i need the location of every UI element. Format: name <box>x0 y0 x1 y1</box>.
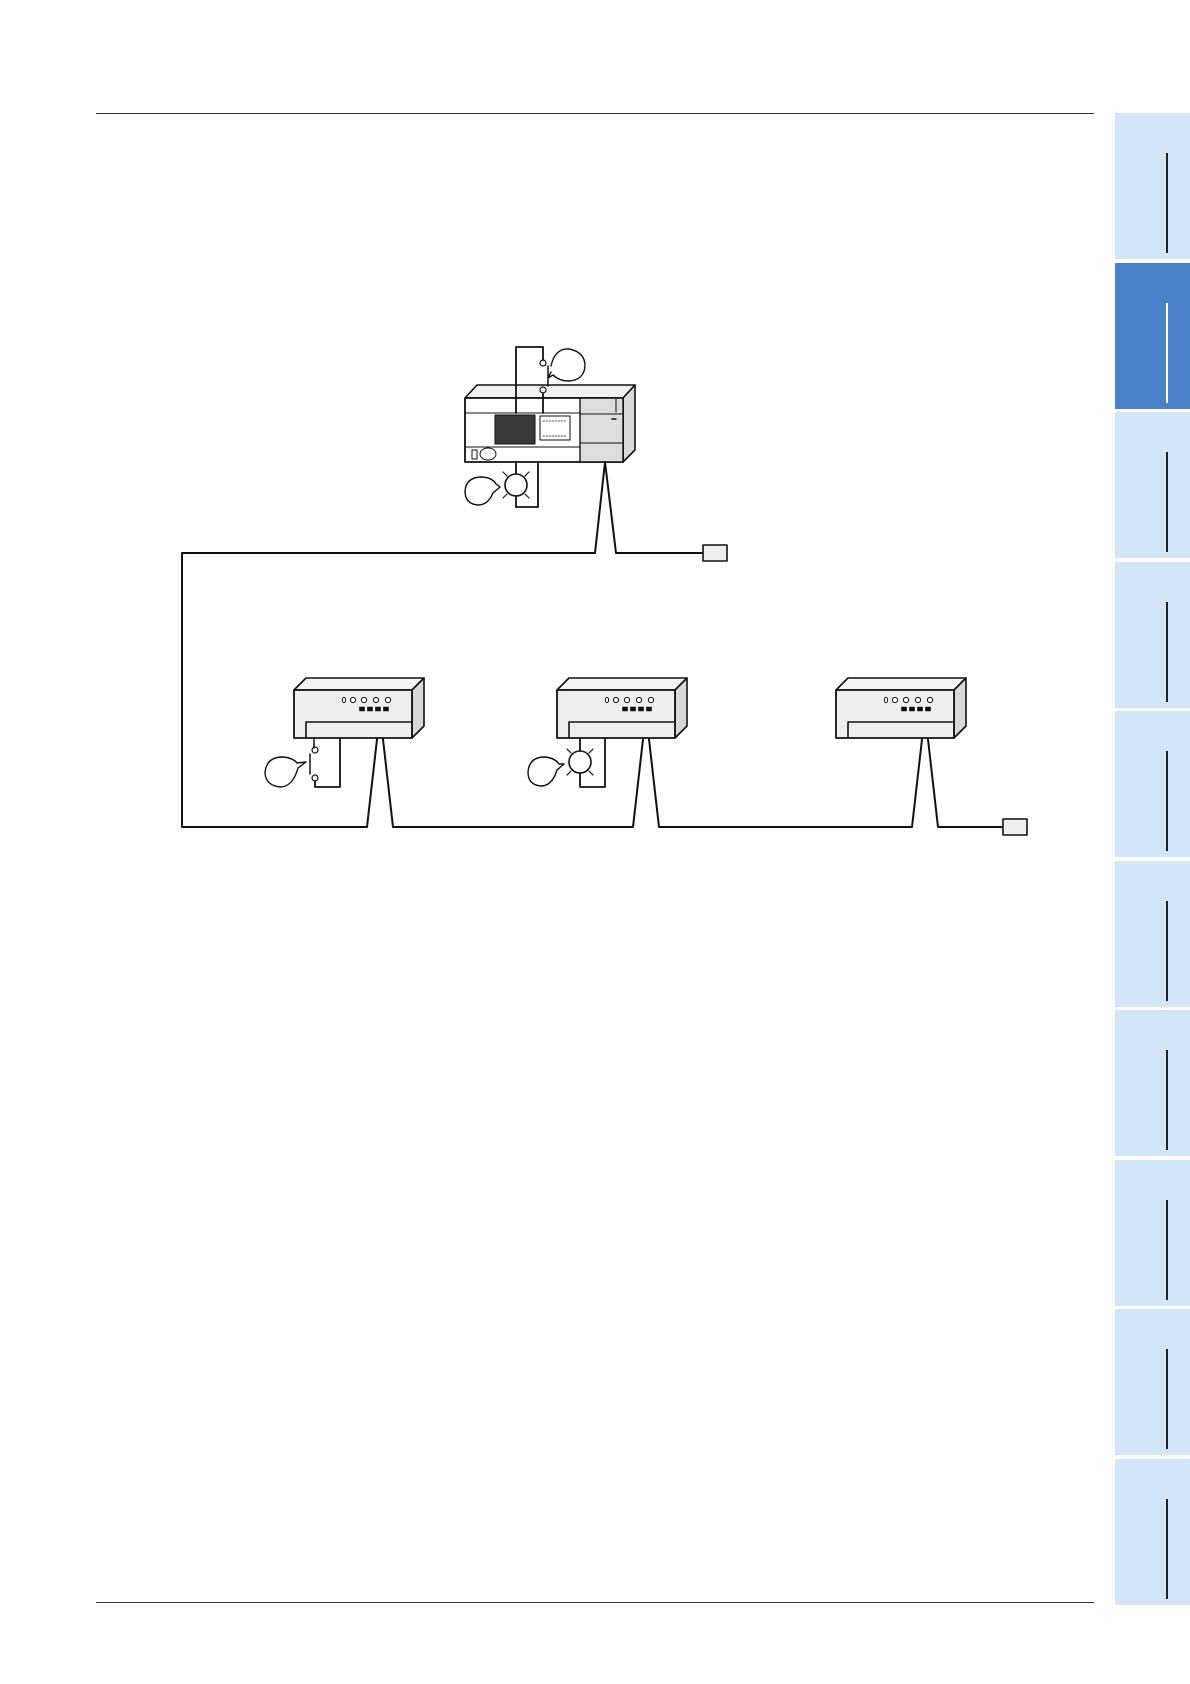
dip-switch <box>902 707 907 711</box>
dip-switch <box>631 707 636 711</box>
indicator-led <box>903 697 908 702</box>
network-cable <box>182 462 1003 827</box>
dip-switch <box>918 707 923 711</box>
dip-switch <box>376 707 381 711</box>
indicator-led <box>373 697 378 702</box>
lamp-icon <box>528 738 605 787</box>
indicator-led <box>884 697 887 702</box>
indicator-led <box>892 697 897 702</box>
dip-switch <box>623 707 628 711</box>
indicator-led <box>927 697 932 702</box>
indicator-led <box>636 697 641 702</box>
indicator-led <box>342 697 345 702</box>
dip-switch <box>384 707 389 711</box>
indicator-led <box>915 697 920 702</box>
terminator-icon <box>703 545 727 561</box>
terminator-icon <box>1003 819 1027 835</box>
indicator-led <box>385 697 390 702</box>
indicator-led <box>648 697 653 702</box>
remote-unit-2 <box>557 678 687 738</box>
remote-unit-3 <box>836 678 966 738</box>
dip-switch <box>368 707 373 711</box>
indicator-led <box>361 697 366 702</box>
switch-icon <box>265 738 340 787</box>
dip-switch <box>926 707 931 711</box>
dip-switch <box>360 707 365 711</box>
dip-switch <box>639 707 644 711</box>
indicator-led <box>605 697 608 702</box>
remote-unit-1 <box>294 678 424 738</box>
lamp-icon <box>465 462 538 507</box>
indicator-led <box>350 697 355 702</box>
indicator-led <box>613 697 618 702</box>
dip-switch <box>647 707 652 711</box>
indicator-led <box>624 697 629 702</box>
dip-switch <box>910 707 915 711</box>
plc-master <box>465 385 635 462</box>
